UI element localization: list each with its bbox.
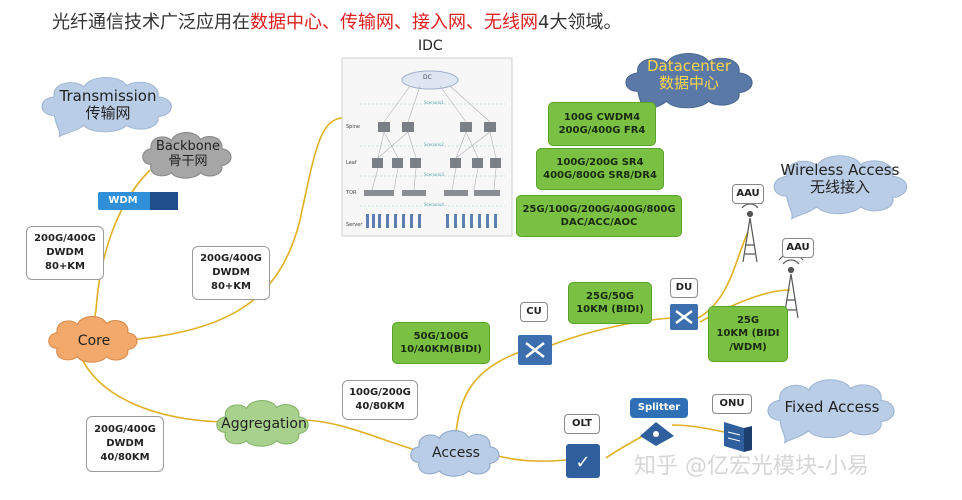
- spec-line: 200G/400G: [94, 424, 156, 435]
- spec-line: DWDM: [106, 438, 144, 449]
- spec-box-core-aggregation: 200G/400G DWDM 40/80KM: [86, 416, 164, 472]
- svg-text:✓: ✓: [575, 452, 590, 473]
- splitter-icon: [640, 422, 674, 446]
- link-access-cu: [455, 351, 521, 433]
- spec-box-core-idc: 200G/400G DWDM 80+KM: [192, 246, 270, 300]
- idc-tier-tor: TOR: [346, 190, 357, 196]
- headline-part3: 4大领域。: [538, 12, 622, 33]
- link-core-idc: [129, 117, 343, 341]
- spec-line: 25G/50G: [586, 290, 634, 302]
- du-label: DU: [670, 278, 698, 298]
- wdm-device-icon: [98, 192, 178, 210]
- olt-icon: ✓: [566, 444, 600, 478]
- aggregation-label: Aggregation: [221, 416, 307, 432]
- backbone-label: Backbone 骨干网: [142, 139, 234, 170]
- link-cu-du: [551, 317, 673, 346]
- link-access-olt: [493, 454, 567, 462]
- datacenter-label-zh: 数据中心: [658, 74, 719, 93]
- backbone-label-zh: 骨干网: [168, 153, 208, 169]
- access-label: Access: [432, 445, 480, 461]
- fixed-access-label: Fixed Access: [784, 398, 880, 416]
- wireless-label: Wireless Access 无线接入: [774, 161, 906, 197]
- spec-line: /WDM): [729, 341, 767, 353]
- backbone-label-en: Backbone: [155, 139, 220, 154]
- spec-line: 200G/400G: [34, 233, 96, 244]
- idc-scenario-1: Scenario1: [424, 100, 444, 105]
- spec-box-aggregation-access: 100G/200G 40/80KM: [342, 380, 418, 420]
- spec-line: 80+KM: [211, 281, 251, 292]
- dc-cloud-icon: [401, 70, 459, 90]
- idc-tier-leaf: Leaf: [346, 160, 357, 166]
- link-du-aau1: [697, 231, 749, 319]
- spec-line: 10KM (BIDI): [576, 304, 644, 315]
- idc-scenario-2: Scenario2: [424, 142, 444, 147]
- onu-label: ONU: [712, 394, 752, 414]
- wireless-label-en: Wireless Access: [780, 161, 900, 179]
- splitter-label: Splitter: [630, 398, 688, 418]
- onu-icon: [724, 422, 752, 452]
- spec-box-cu-du: 25G/50G 10KM (BIDI): [568, 282, 652, 324]
- cu-label: CU: [520, 302, 548, 322]
- cu-router-icon: [518, 335, 552, 365]
- spec-box-dc-1: 100G CWDM4 200G/400G FR4: [548, 102, 656, 146]
- datacenter-label-en: Datacenter: [646, 57, 732, 75]
- idc-title: IDC: [418, 38, 443, 54]
- spec-box-du-aau: 25G 10KM (BIDI /WDM): [708, 306, 788, 362]
- aau-label-1: AAU: [732, 184, 764, 204]
- headline-highlight: 数据中心、传输网、接入网、无线网: [250, 12, 538, 33]
- spec-line: 25G/100G/200G/400G/800G: [522, 203, 676, 215]
- transmission-label: Transmission 传输网: [48, 87, 168, 123]
- idc-dc-label: DC: [423, 74, 432, 81]
- headline: 光纤通信技术广泛应用在数据中心、传输网、接入网、无线网4大领域。: [52, 8, 621, 34]
- idc-tier-server: Server: [346, 222, 363, 228]
- link-aggregation-access: [299, 419, 417, 451]
- spec-line: 10KM (BIDI: [716, 328, 780, 340]
- watermark: 知乎 @亿宏光模块-小易: [634, 454, 869, 479]
- core-label: Core: [77, 333, 111, 349]
- spec-line: DWDM: [212, 267, 250, 278]
- idc-scenario-3: Scenario3: [424, 172, 444, 177]
- transmission-label-en: Transmission: [59, 87, 157, 105]
- spec-line: 200G/400G FR4: [558, 125, 646, 136]
- spec-line: 25G: [736, 314, 760, 326]
- idc-scenario-4: Scenario4: [424, 202, 444, 207]
- link-core-aggregation: [79, 354, 223, 423]
- spec-line: DAC/ACC/AOC: [560, 217, 638, 228]
- spec-line: 100G/200G SR4: [556, 156, 644, 168]
- spec-line: 100G CWDM4: [563, 111, 641, 123]
- spec-box-dc-3: 25G/100G/200G/400G/800G DAC/ACC/AOC: [516, 195, 682, 237]
- spec-box-access-cu: 50G/100G 10/40KM(BIDI): [392, 322, 490, 364]
- spec-line: 200G/400G: [200, 253, 262, 264]
- spec-box-backbone-core: 200G/400G DWDM 80+KM: [26, 226, 104, 280]
- spec-line: 10/40KM(BIDI): [400, 344, 482, 355]
- spec-line: 40/80KM: [100, 452, 150, 463]
- datacenter-label: Datacenter 数据中心: [628, 57, 750, 93]
- idc-topology: [341, 57, 513, 237]
- idc-tier-spine: Spine: [346, 124, 360, 130]
- spec-line: 80+KM: [45, 261, 85, 272]
- link-splitter-onu: [671, 424, 725, 433]
- aau-label-2: AAU: [782, 238, 814, 258]
- transmission-label-zh: 传输网: [85, 104, 131, 123]
- du-router-icon: [670, 304, 698, 330]
- spec-line: 400G/800G SR8/DR4: [543, 170, 657, 181]
- spec-line: DWDM: [46, 247, 84, 258]
- spec-box-dc-2: 100G/200G SR4 400G/800G SR8/DR4: [536, 148, 664, 190]
- spec-line: 50G/100G: [413, 330, 469, 342]
- spec-line: 100G/200G: [349, 387, 411, 398]
- wdm-label: WDM: [108, 195, 138, 206]
- aau-tower-icon-1: [737, 197, 763, 263]
- olt-label: OLT: [564, 414, 600, 434]
- headline-part1: 光纤通信技术广泛应用在: [52, 12, 250, 33]
- wireless-label-zh: 无线接入: [809, 178, 870, 197]
- spec-line: 40/80KM: [355, 401, 405, 412]
